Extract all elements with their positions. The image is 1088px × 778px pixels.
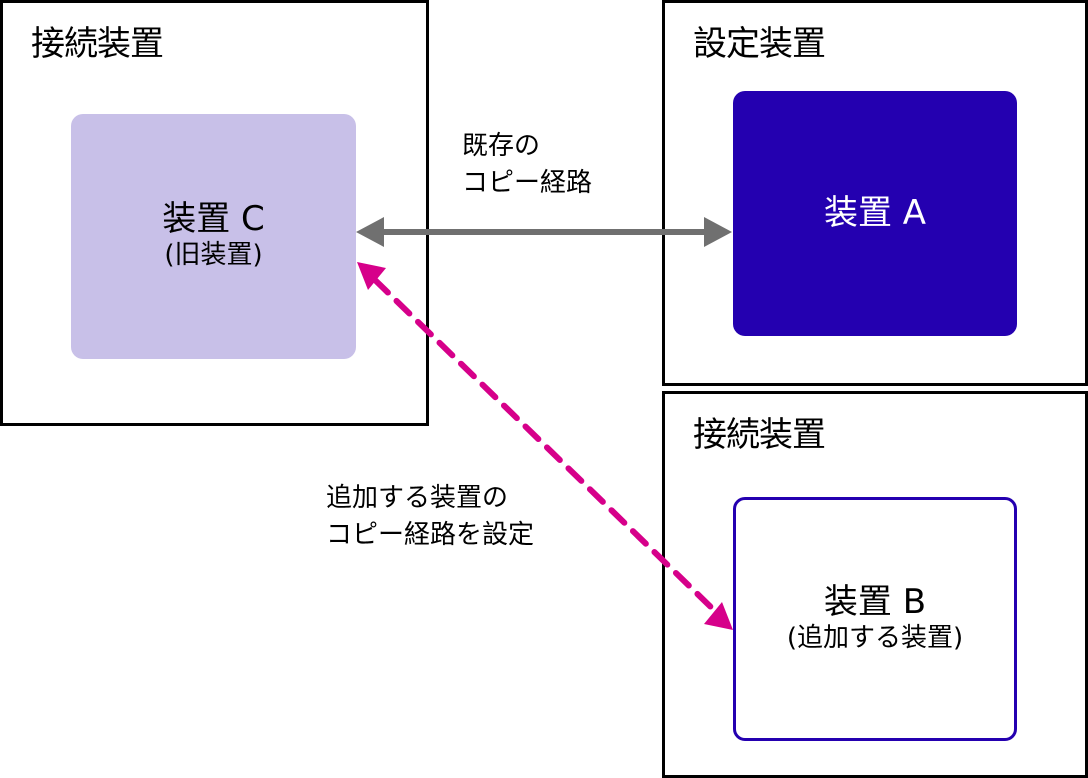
device-b-name: 装置 B [823,581,927,622]
device-a-name: 装置 A [823,192,927,233]
device-c-name: 装置 C [162,199,265,240]
new-path-label: 追加する装置の コピー経路を設定 [326,480,534,554]
new-path-line-1: 追加する装置の [326,483,509,513]
existing-path-line-2: コピー経路 [462,168,593,198]
existing-path-label: 既存の コピー経路 [462,128,592,202]
frame-title: 接続装置 [693,415,826,455]
existing-path-line-1: 既存の [462,131,541,161]
new-path-line-2: コピー経路を設定 [326,520,535,550]
device-c: 装置 C (旧装置) [71,114,356,359]
device-b: 装置 B (追加する装置) [733,497,1017,741]
device-a: 装置 A [733,91,1017,336]
frame-title: 接続装置 [31,24,164,64]
frame-title: 設定装置 [693,24,826,64]
device-b-sub: (追加する装置) [786,622,964,653]
device-c-sub: (旧装置) [164,240,263,271]
